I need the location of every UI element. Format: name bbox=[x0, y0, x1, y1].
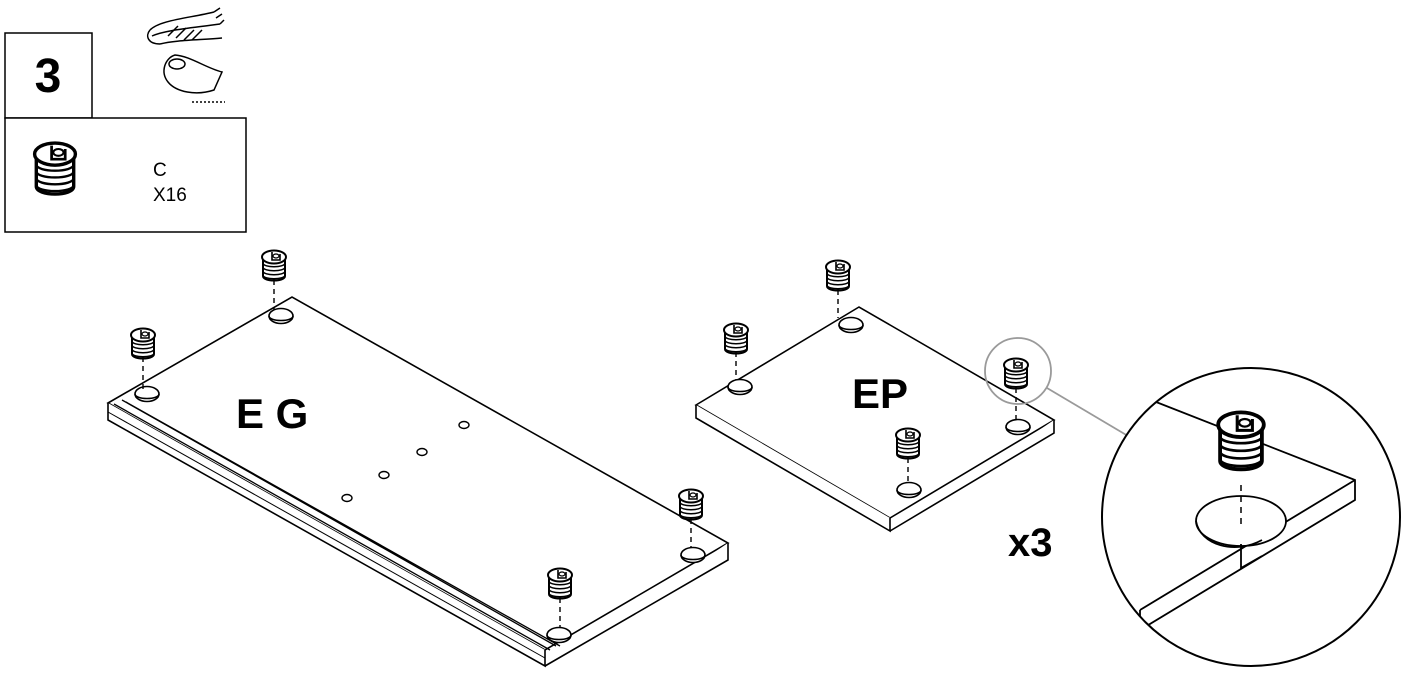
screw-hole bbox=[546, 626, 572, 644]
dowel-hole bbox=[378, 470, 390, 480]
panel-eg: E G bbox=[106, 249, 730, 668]
cam-lock-nut bbox=[261, 249, 287, 282]
screw-hole bbox=[727, 378, 753, 396]
cam-lock-nut bbox=[825, 259, 851, 292]
cam-lock-nut bbox=[678, 488, 704, 521]
repeat-count: x3 bbox=[1008, 521, 1053, 565]
step-number: 3 bbox=[35, 50, 62, 103]
detail-connector-line bbox=[1046, 387, 1129, 437]
screw-hole bbox=[268, 307, 294, 325]
cam-lock-nut bbox=[895, 427, 921, 460]
cam-lock-nut bbox=[1003, 357, 1029, 390]
highlight-circle bbox=[984, 337, 1052, 405]
dowel-hole bbox=[458, 420, 470, 430]
panel-label-eg: E G bbox=[236, 390, 308, 437]
detail-view bbox=[1101, 367, 1401, 667]
dowel-hole bbox=[416, 447, 428, 457]
step-number-box bbox=[4, 32, 93, 119]
cam-lock-nut bbox=[130, 327, 156, 360]
screw-hole bbox=[134, 385, 160, 403]
part-quantity: X16 bbox=[153, 185, 187, 206]
dowel-hole bbox=[341, 493, 353, 503]
part-letter: C bbox=[153, 160, 167, 181]
panel-label-ep: EP bbox=[852, 370, 908, 417]
screw-hole bbox=[838, 316, 864, 334]
cam-lock-nut-icon bbox=[32, 141, 78, 196]
panel-ep: EP bbox=[694, 259, 1129, 533]
hand-press-icon bbox=[147, 7, 225, 103]
cam-lock-nut bbox=[547, 567, 573, 600]
screw-hole bbox=[1005, 418, 1031, 436]
screw-hole bbox=[896, 481, 922, 499]
screw-hole bbox=[680, 546, 706, 564]
cam-lock-nut bbox=[723, 322, 749, 355]
